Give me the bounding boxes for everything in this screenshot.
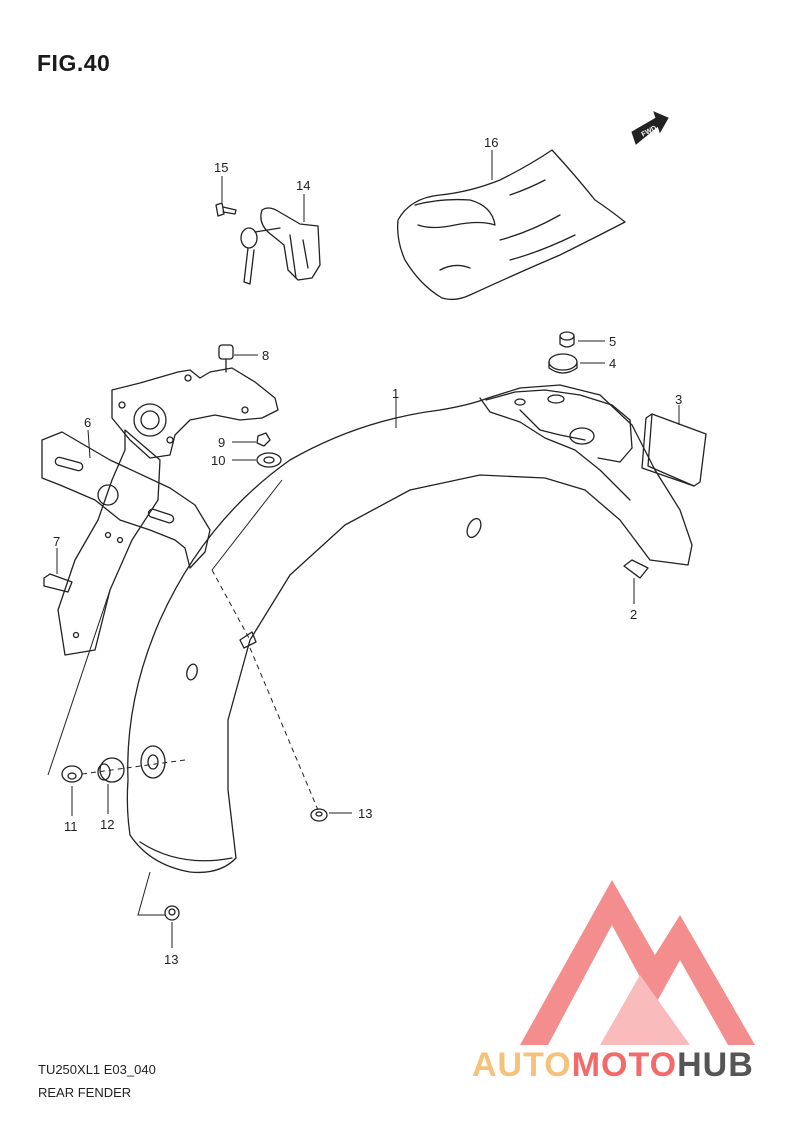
part-6-plate-bracket xyxy=(41,429,211,569)
callout-1: 1 xyxy=(392,386,399,401)
callout-15: 15 xyxy=(214,160,228,175)
callout-9: 9 xyxy=(218,435,225,450)
watermark-logo xyxy=(520,880,755,1045)
callout-16: 16 xyxy=(484,135,498,150)
callout-6: 6 xyxy=(84,415,91,430)
watermark-part-hub: HUB xyxy=(677,1046,754,1084)
callout-8: 8 xyxy=(262,348,269,363)
callout-4: 4 xyxy=(609,356,616,371)
fwd-arrow-icon: FWD xyxy=(631,111,669,145)
part-3-pad xyxy=(641,405,707,487)
part-4-cushion xyxy=(548,353,605,374)
figure-title: FIG.40 xyxy=(37,50,111,76)
part-10-cushion xyxy=(232,452,282,468)
callout-11: 11 xyxy=(64,819,78,834)
figure-code: TU250XL1 E03_040 xyxy=(38,1062,156,1077)
callout-5: 5 xyxy=(609,334,616,349)
callout-14: 14 xyxy=(296,178,310,193)
part-11-collar xyxy=(61,765,83,816)
part-2-pad xyxy=(623,559,649,604)
part-bracket-arm xyxy=(57,429,161,656)
part-bracket xyxy=(111,367,279,459)
part-1-rear-fender xyxy=(126,384,693,874)
callout-12: 12 xyxy=(100,817,114,832)
callout-10: 10 xyxy=(211,453,225,468)
part-15-screw xyxy=(215,176,237,217)
part-12-cushion xyxy=(97,757,125,814)
watermark-part-moto: MOTO xyxy=(571,1046,678,1084)
part-7-pad xyxy=(43,548,73,593)
callout-3: 3 xyxy=(675,392,682,407)
assembly-lines xyxy=(47,479,319,916)
part-14-seat-lock xyxy=(240,194,321,285)
callout-labels: 1 2 3 4 5 6 7 8 9 10 11 12 13 13 14 15 1… xyxy=(53,135,682,967)
part-13-nut-lower xyxy=(164,905,180,948)
part-8-bolt xyxy=(218,344,258,373)
part-5-collar xyxy=(559,331,605,348)
part-9-nut xyxy=(232,432,271,447)
callout-7: 7 xyxy=(53,534,60,549)
part-13-nut-upper xyxy=(310,808,352,822)
figure-name: REAR FENDER xyxy=(38,1085,132,1100)
callout-13-upper: 13 xyxy=(358,806,372,821)
watermark-part-auto: AUTO xyxy=(472,1046,572,1084)
part-16-seat xyxy=(397,149,626,301)
watermark-wordmark: AUTOMOTOHUB xyxy=(472,1046,754,1085)
callout-2: 2 xyxy=(630,607,637,622)
callout-13-lower: 13 xyxy=(164,952,178,967)
